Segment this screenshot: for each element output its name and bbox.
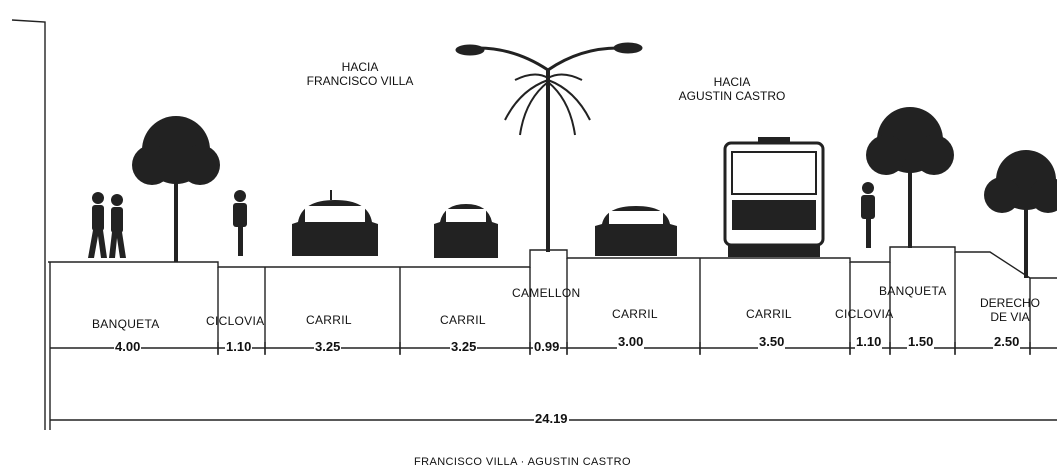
segment-width-value: 1.10 [855, 334, 883, 349]
direction-label-agustin-castro: HACIA AGUSTIN CASTRO [678, 75, 786, 103]
car-icon [434, 204, 498, 258]
segment-width-value: 2.50 [993, 334, 1021, 349]
tree-icon [866, 107, 954, 248]
segment-label-banqueta: BANQUETA [879, 284, 947, 298]
segment-width-value: 3.25 [450, 339, 478, 354]
segment-width-value: 1.10 [225, 339, 253, 354]
segment-label-carril: CARRIL [306, 313, 352, 327]
segment-label-carril: CARRIL [440, 313, 486, 327]
street-lamp-palm-icon [455, 42, 643, 252]
segment-width-value: 3.25 [314, 339, 342, 354]
segment-label-carril: CARRIL [746, 307, 792, 321]
segment-width-value: 1.50 [907, 334, 935, 349]
segment-dividers [49, 252, 1031, 430]
drawing-caption: FRANCISCO VILLA · AGUSTIN CASTRO [414, 456, 631, 468]
segment-label-ciclovia: CICLOVIA [206, 314, 265, 328]
dimension-ticks [217, 342, 1031, 354]
segment-width-value: 0.99 [533, 339, 561, 354]
segment-width-value: 3.50 [758, 334, 786, 349]
total-width-value: 24.19 [534, 411, 569, 426]
left-boundary-line [11, 19, 46, 430]
segment-width-value: 4.00 [114, 339, 142, 354]
segment-label-banqueta: BANQUETA [92, 317, 160, 331]
segment-label-carril: CARRIL [612, 307, 658, 321]
segment-label-derecho-de-via: DERECHO DE VIA [979, 296, 1040, 324]
tree-icon [132, 116, 220, 262]
segment-label-camellon: CAMELLON [512, 286, 581, 300]
car-icon [595, 206, 677, 256]
street-profile [48, 246, 1057, 279]
direction-label-francisco-villa: HACIA FRANCISCO VILLA [306, 60, 414, 88]
segment-width-value: 3.00 [617, 334, 645, 349]
bus-icon [723, 137, 825, 257]
segment-label-ciclovia: CICLOVIA [835, 307, 894, 321]
tree-icon [984, 150, 1057, 278]
car-icon [292, 190, 378, 256]
cyclist-icon [861, 182, 875, 248]
cyclist-icon [233, 190, 247, 256]
pedestrians-icon [88, 192, 126, 258]
